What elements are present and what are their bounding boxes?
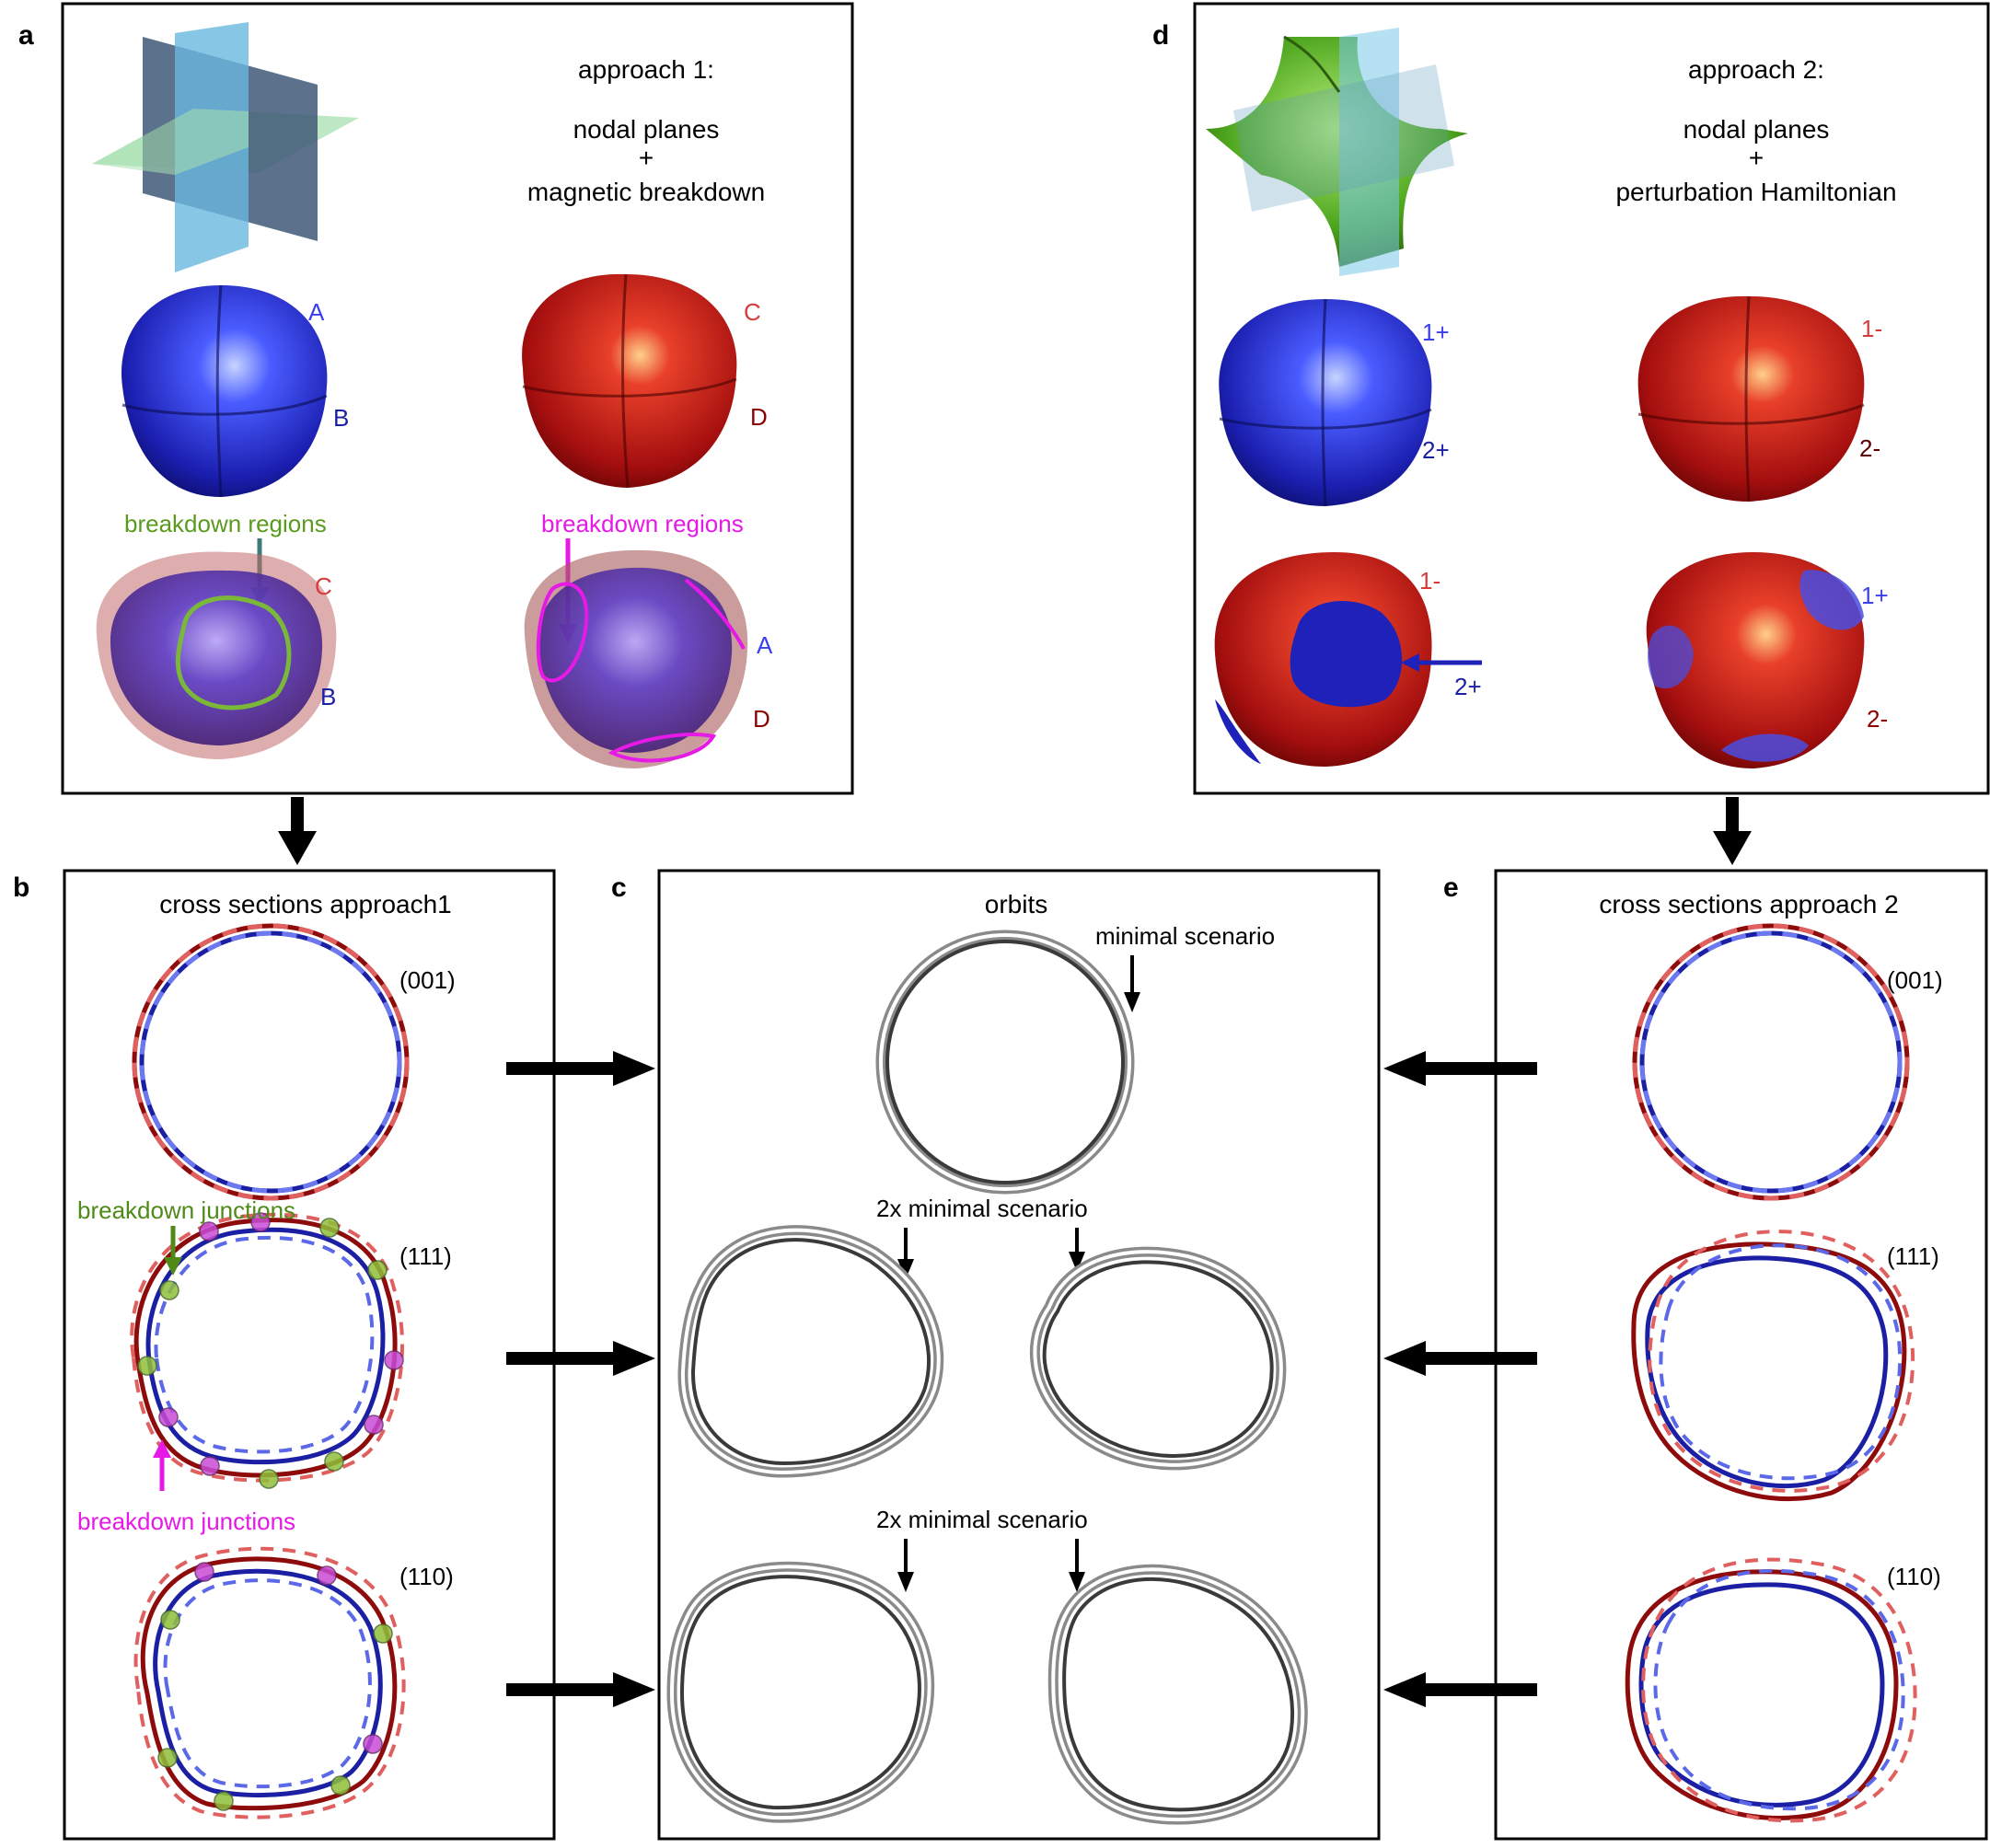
arrow-e-to-c-110	[1383, 1672, 1537, 1707]
panel-d-frame	[1193, 2, 1990, 795]
label-2minus-b: 2-	[1867, 705, 1888, 733]
arrow-e-to-c-001	[1383, 1051, 1537, 1086]
panel-label-b: b	[13, 872, 29, 903]
plane-label-111: (111)	[399, 1242, 452, 1270]
breakdown-junctions-green-label: breakdown junctions	[77, 1196, 295, 1224]
orbit-111-left	[677, 1225, 944, 1478]
panel-a-frame	[61, 2, 854, 795]
panel-a-title-line4: magnetic breakdown	[527, 178, 765, 206]
label-1minus-b: 1-	[1419, 567, 1440, 595]
panel-c-frame	[657, 869, 1381, 1841]
pocket-arrow-head	[1401, 653, 1419, 672]
panel-d: approach 2: nodal planes + perturbation …	[1193, 2, 1990, 795]
panel-d-title-line4: perturbation Hamiltonian	[1615, 178, 1896, 206]
label-1plus: 1+	[1422, 318, 1450, 346]
panel-a: approach 1: nodal planes + magnetic brea…	[61, 2, 854, 795]
cross-section-111-e	[1631, 1230, 1915, 1502]
panel-d-title-line2: nodal planes	[1683, 115, 1830, 144]
breakdown-junctions-magenta-label: breakdown junctions	[77, 1507, 295, 1535]
panel-d-title-line1: approach 2:	[1688, 55, 1824, 84]
cross-section-110	[133, 1546, 406, 1819]
junctions-green-arrowhead	[164, 1257, 182, 1276]
plane-label-001-e: (001)	[1887, 966, 1943, 994]
down-arrow-a-to-b	[278, 797, 317, 865]
arrow-e-to-c-111	[1383, 1341, 1537, 1376]
fermi-sheet-red-cd	[522, 273, 737, 489]
minimal-arrowhead	[1124, 992, 1140, 1012]
label-a-overlay: A	[757, 631, 773, 659]
cross-section-001	[132, 923, 410, 1201]
orbit-110-right	[1047, 1564, 1308, 1825]
orbit-110-left	[666, 1561, 935, 1823]
orbit-001	[875, 930, 1135, 1195]
fermi-sheet-blue-12plus	[1219, 298, 1432, 507]
fermi-sheet-darkred-with-blue-patches	[1646, 552, 1865, 768]
cross-section-110-e	[1625, 1557, 1917, 1823]
label-2plus: 2+	[1422, 436, 1450, 464]
double-minimal-label-1: 2x minimal scenario	[876, 1195, 1088, 1222]
label-1minus: 1-	[1861, 315, 1882, 342]
double-minimal-label-2: 2x minimal scenario	[876, 1506, 1088, 1533]
double1-arrowhead-right	[1069, 1252, 1085, 1272]
panel-b-title: cross sections approach1	[159, 890, 452, 918]
label-c-overlay: C	[315, 572, 332, 600]
fermi-sheet-red-12minus	[1637, 295, 1865, 502]
plane-label-001: (001)	[399, 966, 456, 994]
panel-label-c: c	[611, 872, 627, 903]
double2-arrowhead-right	[1069, 1572, 1085, 1592]
panel-e: cross sections approach 2 (001) (111) (1…	[1494, 869, 1988, 1841]
panel-label-a: a	[18, 20, 34, 51]
panel-a-title-line1: approach 1:	[578, 55, 714, 84]
arrow-b-to-c-001	[506, 1051, 655, 1086]
plane-label-110-e: (110)	[1887, 1563, 1941, 1590]
nodal-planes-illustration	[92, 22, 359, 272]
fermi-sheet-ad-overlay	[524, 549, 748, 768]
label-b-overlay: B	[320, 683, 336, 710]
panel-b: cross sections approach1 (001) (111) (11…	[63, 869, 556, 1841]
fermi-sheet-blue-ab	[121, 284, 328, 498]
arrow-b-to-c-110	[506, 1672, 655, 1707]
plane-label-111-e: (111)	[1887, 1242, 1939, 1270]
breakdown-regions-magenta-label: breakdown regions	[541, 510, 744, 537]
fermi-sheet-cb-overlay	[96, 551, 337, 759]
junctions-magenta-arrowhead	[153, 1439, 171, 1458]
label-2plus-b: 2+	[1454, 673, 1482, 700]
panel-a-title-line3: +	[639, 144, 654, 172]
panel-e-title: cross sections approach 2	[1599, 890, 1898, 918]
minimal-scenario-label: minimal scenario	[1095, 922, 1275, 950]
panel-label-d: d	[1152, 20, 1169, 51]
panel-c: orbits minimal scenario 2x minimal scena…	[657, 869, 1381, 1841]
label-c-red: C	[744, 298, 761, 326]
double1-arrowhead-left	[897, 1259, 914, 1279]
label-d-red: D	[750, 403, 768, 431]
label-d-overlay: D	[753, 705, 770, 733]
label-b-blue: B	[333, 404, 349, 432]
cross-section-111	[130, 1212, 404, 1489]
panel-c-title: orbits	[985, 890, 1047, 918]
panel-label-e: e	[1443, 872, 1459, 903]
panel-a-title-line2: nodal planes	[573, 115, 720, 144]
double2-arrowhead-left	[897, 1572, 914, 1592]
panel-d-title-line3: +	[1749, 144, 1764, 172]
label-1plus-b: 1+	[1861, 582, 1889, 609]
label-2minus: 2-	[1859, 434, 1880, 462]
breakdown-regions-green-label: breakdown regions	[124, 510, 327, 537]
fermi-sheet-red-with-blue-pocket	[1214, 552, 1432, 767]
label-a-blue: A	[308, 298, 325, 326]
perturbation-surface-illustration	[1206, 28, 1468, 276]
orbit-111-right	[1029, 1246, 1287, 1471]
down-arrow-d-to-e	[1713, 797, 1752, 865]
arrow-b-to-c-111	[506, 1341, 655, 1376]
cross-section-001-e	[1632, 923, 1910, 1201]
plane-label-110: (110)	[399, 1563, 454, 1590]
